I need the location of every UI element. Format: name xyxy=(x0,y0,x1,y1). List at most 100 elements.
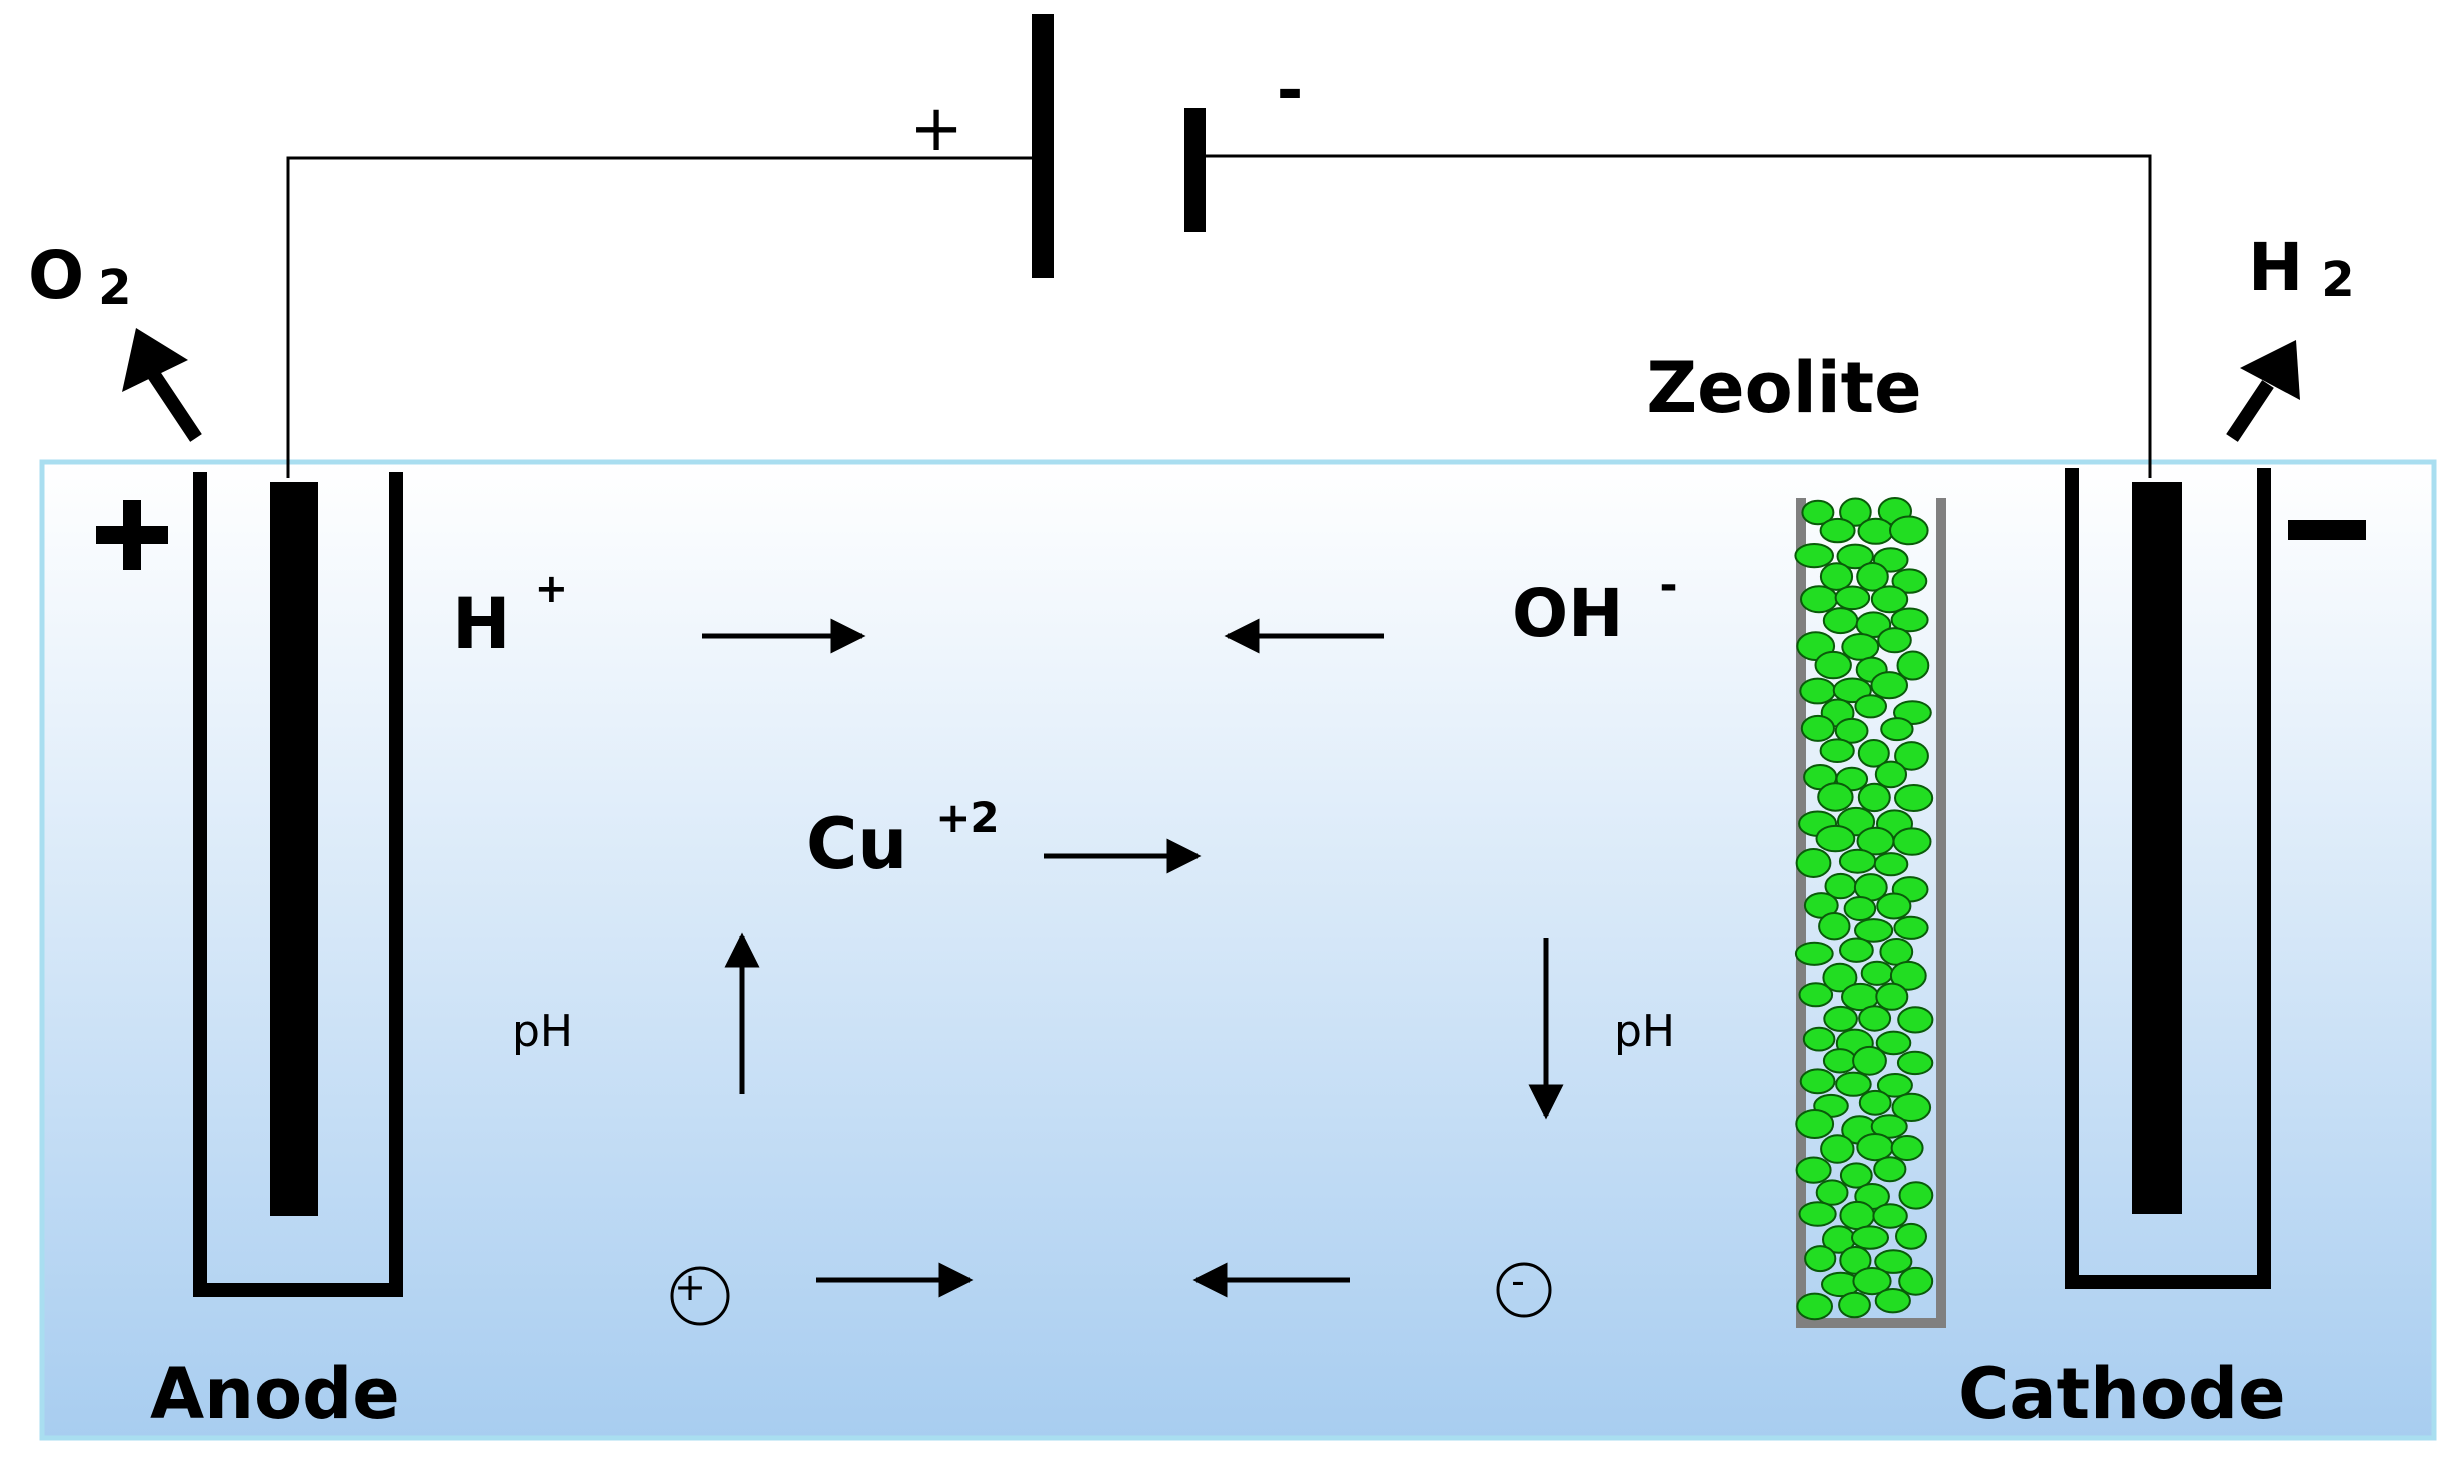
zeolite-bead xyxy=(1834,717,1869,744)
zeolite-bead xyxy=(1874,1249,1913,1274)
zeolite-bead xyxy=(1880,717,1914,742)
zeolite-bead xyxy=(1891,568,1928,594)
zeolite-bead xyxy=(1801,499,1835,526)
zeolite-bead xyxy=(1854,694,1887,719)
zeolite-bead xyxy=(1796,1292,1833,1321)
cathode-sign-icon xyxy=(2288,520,2366,540)
zeolite-bead xyxy=(1795,1156,1832,1184)
zeolite-bead xyxy=(1814,650,1852,680)
zeolite-bead xyxy=(1802,1026,1836,1052)
zeolite-bead xyxy=(1870,585,1909,614)
zeolite-bead xyxy=(1817,782,1854,812)
zeolite-column xyxy=(1794,497,1946,1328)
zeolite-bead xyxy=(1815,1179,1849,1206)
zeolite-bead xyxy=(1822,607,1859,635)
cathode-well xyxy=(2065,468,2271,1289)
zeolite-bead xyxy=(1896,650,1930,681)
zeolite-bead xyxy=(1799,1068,1836,1095)
zeolite-bead xyxy=(1820,1134,1855,1164)
zeolite-bead xyxy=(1870,671,1908,700)
zeolite-bead xyxy=(1819,738,1855,764)
zeolite-bead xyxy=(1815,824,1856,853)
zeolite-bead xyxy=(1798,982,1834,1008)
zeolite-bead xyxy=(1860,960,1894,986)
zeolite-bead xyxy=(1823,1005,1858,1032)
zeolite-bead xyxy=(1889,515,1929,546)
battery-negative-label: - xyxy=(1277,54,1304,128)
zeolite-bead xyxy=(1870,1114,1908,1139)
zeolite-bead xyxy=(1876,1073,1913,1098)
circuit-wire xyxy=(286,154,2152,478)
zeolite-bead xyxy=(1794,543,1834,569)
zeolite-bead xyxy=(1856,562,1889,592)
zeolite-bead xyxy=(1857,739,1890,768)
zeolite-bead xyxy=(1843,896,1877,921)
zeolite-bead xyxy=(1794,941,1834,966)
zeolite-bead xyxy=(1874,760,1908,789)
cathode-electrode xyxy=(2132,482,2182,1214)
zeolite-bead xyxy=(1804,1245,1837,1273)
anode-well xyxy=(193,472,403,1297)
zeolite-bead xyxy=(1877,627,1912,654)
zeolite-bead xyxy=(1836,543,1874,570)
zeolite-bead xyxy=(1800,714,1836,742)
zeolite-bead xyxy=(1875,1030,1912,1056)
zeolite-bead xyxy=(1822,962,1858,993)
zeolite-bead xyxy=(1841,633,1880,661)
zeolite-bead xyxy=(1892,827,1932,856)
zeolite-bead xyxy=(1895,1222,1927,1250)
zeolite-bead xyxy=(1835,1071,1872,1097)
zeolite-bead xyxy=(1834,585,1871,611)
zeolite-bead xyxy=(1832,677,1872,704)
zeolite-bead xyxy=(1822,1048,1857,1074)
zeolite-bead xyxy=(1818,912,1851,941)
zeolite-bead xyxy=(1838,1291,1871,1319)
battery-icon xyxy=(1032,14,1206,278)
anode-gas-arrow xyxy=(122,328,202,442)
zeolite-bead xyxy=(1893,915,1929,940)
zeolite-bead xyxy=(1838,848,1877,874)
copper-ion-label: Cu+2 xyxy=(806,793,1000,885)
battery-positive-label: + xyxy=(909,92,963,166)
zeolite-bead xyxy=(1873,1156,1907,1183)
positive-charge-icon: + xyxy=(670,1265,730,1326)
zeolite-bead xyxy=(1857,517,1894,545)
zeolite-bead xyxy=(1890,607,1929,633)
zeolite-bead xyxy=(1890,1135,1924,1161)
svg-text:-: - xyxy=(1511,1259,1525,1303)
zeolite-bead xyxy=(1894,741,1929,771)
zeolite-bead xyxy=(1839,937,1874,963)
zeolite-bead xyxy=(1897,1006,1934,1034)
zeolite-bead xyxy=(1852,1267,1892,1296)
anode-sign-icon xyxy=(96,500,168,570)
zeolite-bead xyxy=(1875,982,1909,1011)
zeolite-bead xyxy=(1851,1225,1889,1250)
zeolite-bead xyxy=(1894,784,1934,812)
svg-text:+: + xyxy=(674,1265,706,1309)
zeolite-bead xyxy=(1839,497,1872,527)
zeolite-label: Zeolite xyxy=(1646,347,1921,429)
zeolite-bead xyxy=(1898,1181,1934,1210)
zeolite-bead xyxy=(1852,1045,1887,1076)
zeolite-bead xyxy=(1889,960,1927,991)
zeolite-bead xyxy=(1896,1050,1934,1076)
zeolite-bead xyxy=(1795,1109,1835,1139)
zeolite-bead xyxy=(1799,677,1836,705)
zeolite-bead xyxy=(1800,585,1838,614)
zeolite-bead xyxy=(1898,1266,1934,1296)
negative-charge-icon: - xyxy=(1496,1259,1552,1318)
zeolite-bead xyxy=(1858,1005,1892,1032)
anode-label: Anode xyxy=(150,1353,400,1435)
ph-right-label: pH xyxy=(1614,1006,1675,1057)
zeolite-beads xyxy=(1794,497,1934,1321)
cathode-gas-arrow xyxy=(2226,340,2300,442)
zeolite-bead xyxy=(1819,517,1856,544)
zeolite-bead xyxy=(1858,1089,1892,1116)
zeolite-bead xyxy=(1839,1162,1873,1189)
hydrogen-ion-label: H+ xyxy=(452,566,568,665)
zeolite-bead xyxy=(1795,848,1832,878)
